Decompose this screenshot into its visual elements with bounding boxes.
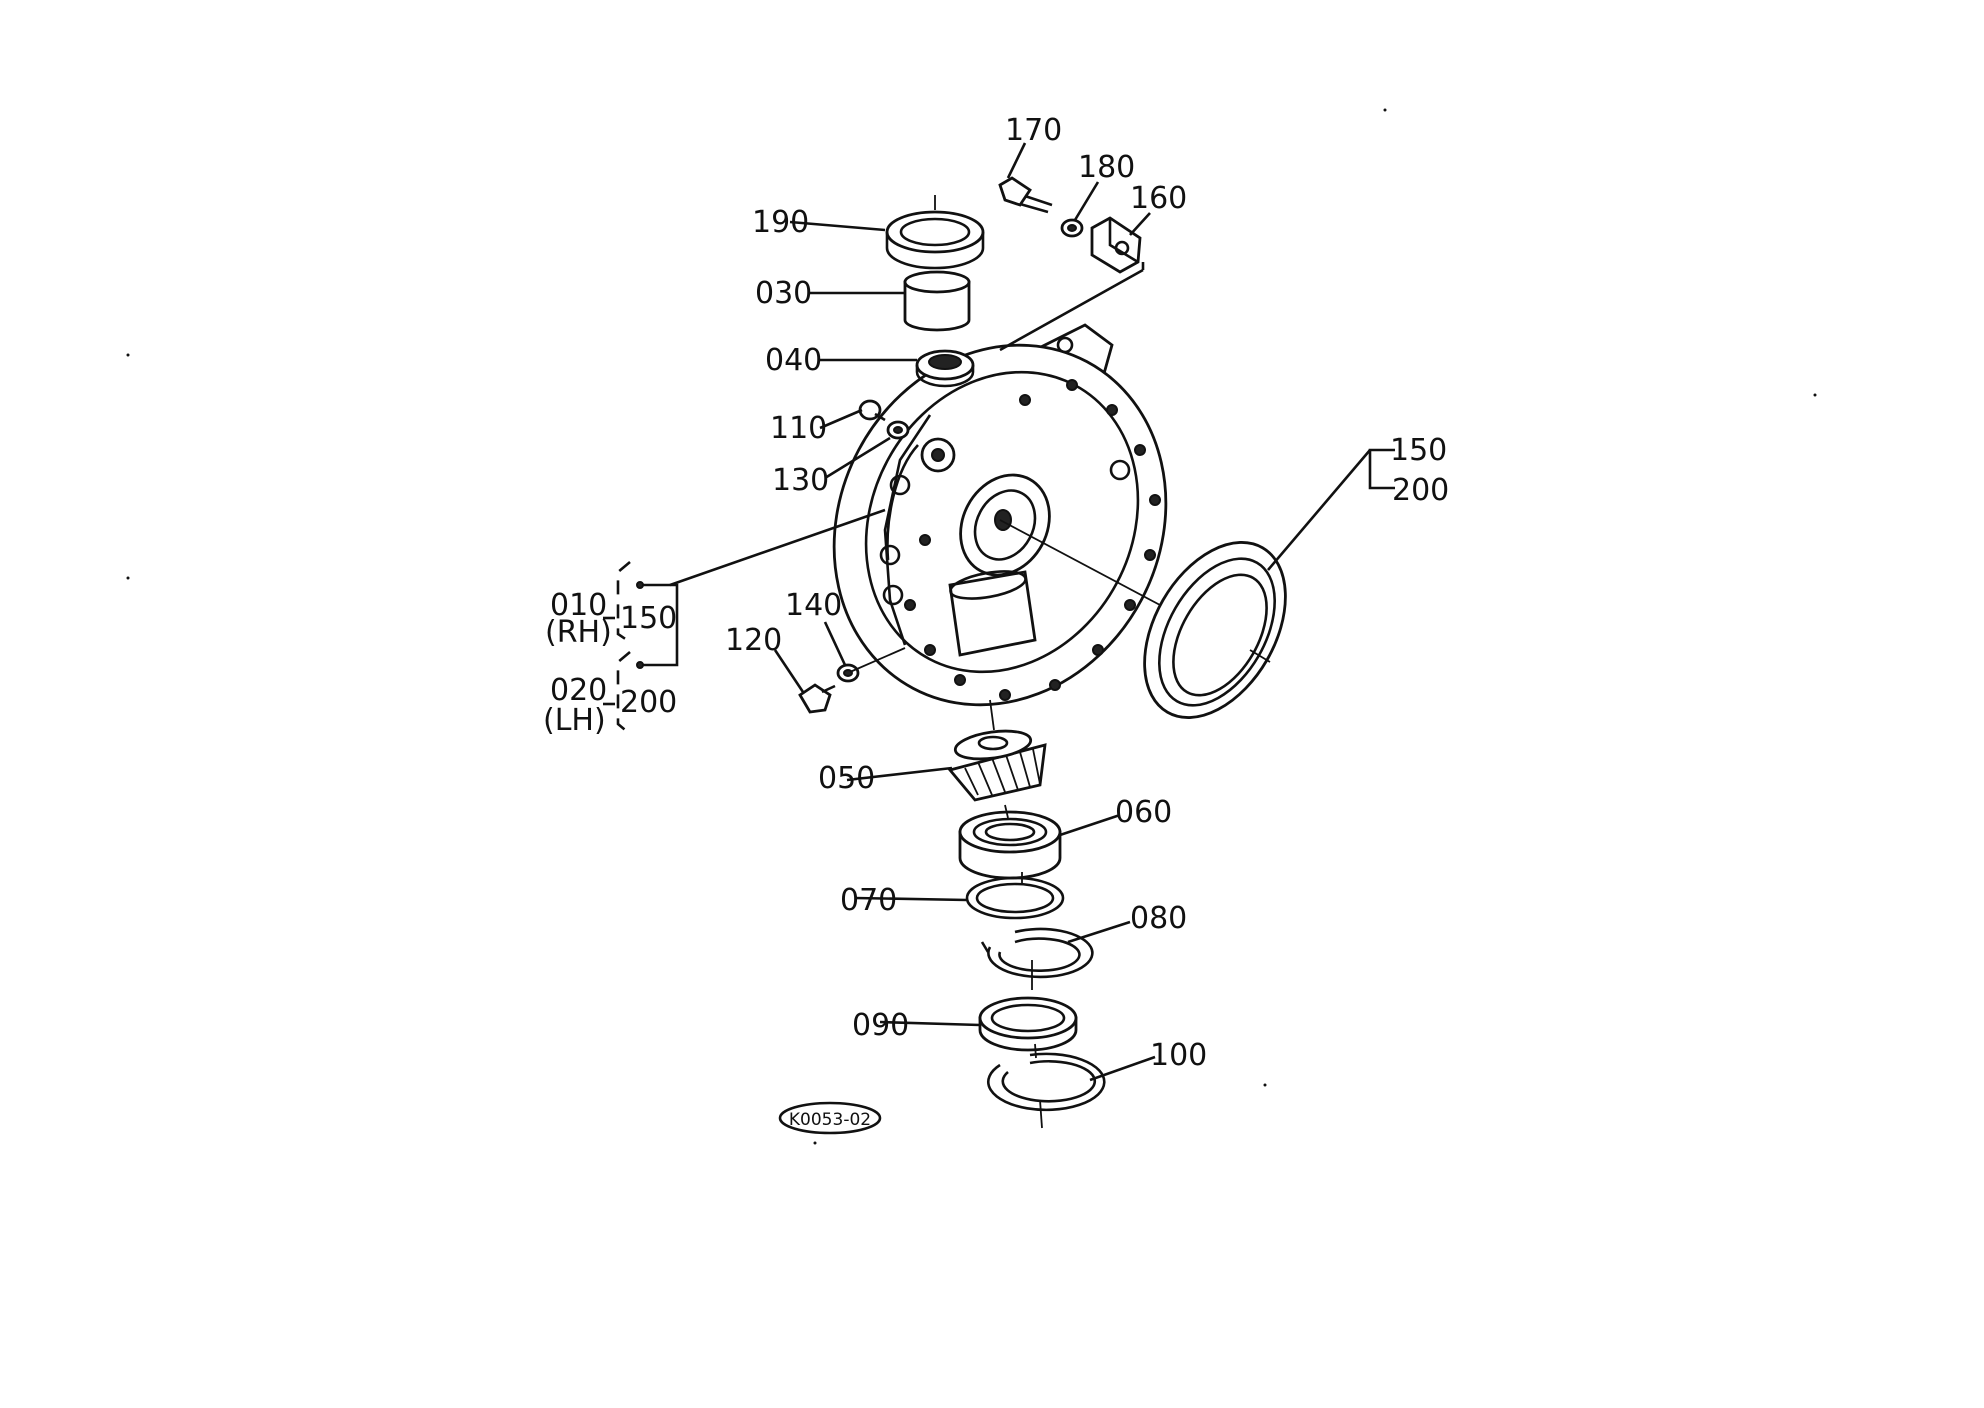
callout-050: 050 [818,761,875,796]
callout-120: 120 [725,623,782,658]
part-140-washer [836,663,860,683]
part-130-washer [886,420,910,440]
callout-150-top: 150 [1390,433,1447,468]
gear-case-housing [832,323,1168,707]
callout-010: 010 [550,588,607,623]
part-070-shim [965,876,1065,920]
part-110-plug [858,399,886,422]
callout-150-left: 150 [620,601,677,636]
part-030-bushing [903,270,971,332]
part-150-200-oil-seal [1143,541,1287,719]
callout-040: 040 [765,343,822,378]
callout-labels: 170 180 160 190 030 040 110 130 150 200 … [543,113,1449,1073]
part-090-collar [978,996,1078,1052]
callout-160: 160 [1130,181,1187,216]
part-180-washer [1060,218,1084,238]
assembly-center-lines [849,519,1271,1059]
callout-030: 030 [755,276,812,311]
part-060-ball-bearing [958,810,1062,880]
callout-190: 190 [752,205,809,240]
callout-110: 110 [770,411,827,446]
flange-bolt-holes [904,379,1161,701]
callout-lh: (LH) [543,703,606,738]
callout-100: 100 [1150,1038,1207,1073]
callout-080: 080 [1130,901,1187,936]
callout-130: 130 [772,463,829,498]
callout-090: 090 [852,1008,909,1043]
part-170-bolt [998,176,1053,214]
part-190-seal [885,195,985,270]
drawing-code-badge: K0053-02 [778,1101,882,1135]
callout-200-top: 200 [1392,473,1449,508]
part-080-snap-ring [980,927,1094,979]
scan-specks [126,108,1817,1145]
part-100-circlip [986,1052,1106,1129]
part-160-block [1090,216,1142,274]
callout-060: 060 [1115,795,1172,830]
part-120-plug [798,683,836,714]
callout-rh: (RH) [545,615,612,650]
callout-180: 180 [1078,150,1135,185]
callout-leader-lines [636,142,1395,1082]
rh-lh-brace [603,561,631,735]
callout-170: 170 [1005,113,1062,148]
part-050-bevel-pinion [947,729,1047,802]
part-040-oil-seal [915,349,975,388]
drawing-code-label: K0053-02 [789,1110,871,1130]
callout-020: 020 [550,673,607,708]
callout-070: 070 [840,883,897,918]
callout-140: 140 [785,588,842,623]
callout-200-left: 200 [620,685,677,720]
